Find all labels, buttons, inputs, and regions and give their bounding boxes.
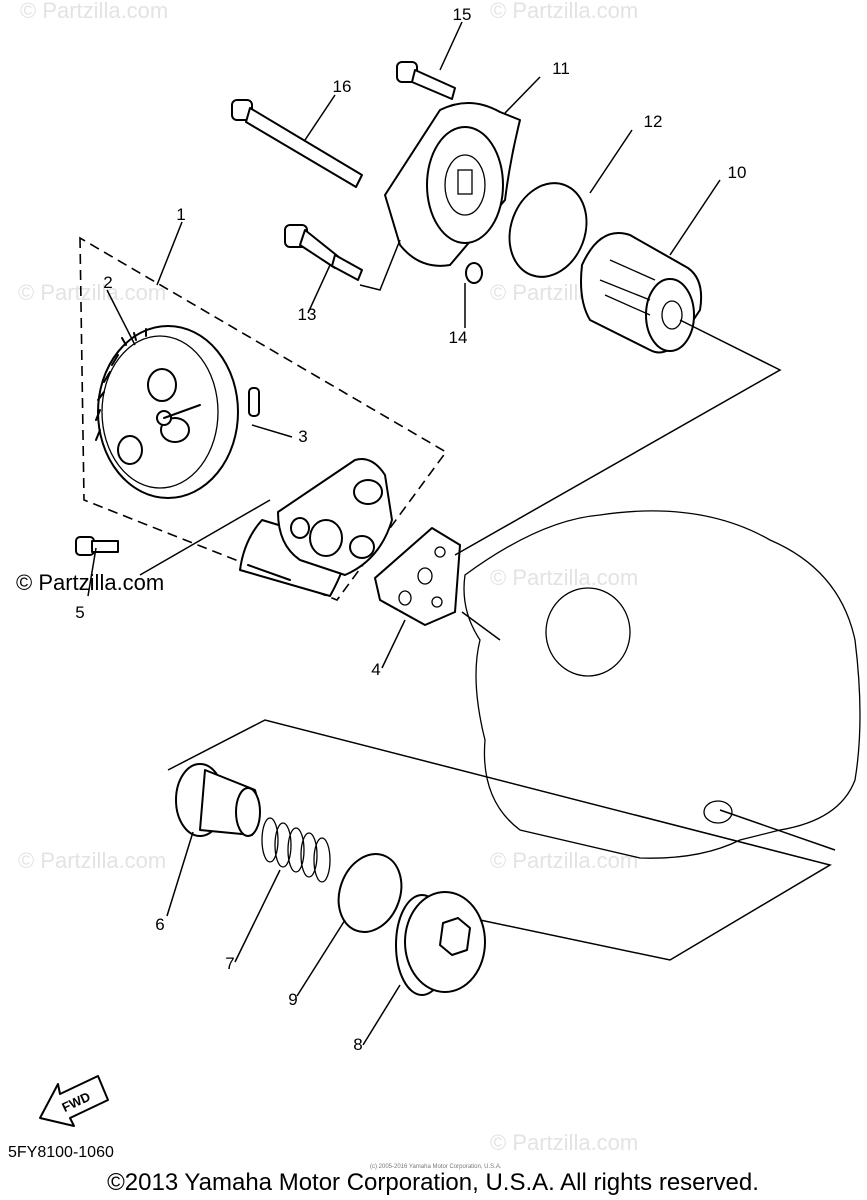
bolt-13 [284, 224, 363, 281]
oil-filter [580, 232, 703, 354]
fwd-arrow: FWD [39, 1075, 109, 1127]
small-o-ring [465, 262, 483, 284]
part-label-12: 12 [644, 112, 663, 131]
filter-cover [384, 101, 521, 267]
drive-gear [95, 325, 239, 499]
dowel-pin [248, 387, 260, 417]
watermark: © Partzilla.com [490, 1130, 638, 1155]
part-label-9: 9 [288, 990, 297, 1009]
oil-strainer [175, 763, 261, 837]
part-label-7: 7 [225, 954, 234, 973]
watermark: © Partzilla.com [18, 280, 166, 305]
oil-pump-assembly-outline [79, 236, 448, 601]
part-number-labels: 1 2 3 4 5 6 7 8 9 10 11 12 13 14 15 16 [75, 5, 746, 1054]
part-label-6: 6 [155, 915, 164, 934]
drain-o-ring [337, 853, 403, 933]
part-label-2: 2 [103, 273, 112, 292]
gasket-plate [374, 527, 461, 626]
part-label-5: 5 [75, 603, 84, 622]
part-label-8: 8 [353, 1035, 362, 1054]
part-label-3: 3 [298, 427, 307, 446]
watermark: © Partzilla.com [18, 848, 166, 873]
bolt-16 [231, 99, 363, 188]
diagram-code: 5FY8100-1060 [8, 1144, 114, 1161]
small-copyright: (c) 2005-2016 Yamaha Motor Corporation, … [370, 1164, 502, 1170]
part-label-15: 15 [453, 5, 472, 24]
part-label-11: 11 [552, 59, 570, 78]
crankcase [463, 510, 861, 859]
oil-pump-body [239, 458, 393, 597]
part-label-16: 16 [333, 77, 352, 96]
filter-o-ring [508, 182, 588, 278]
leader-lines [87, 21, 836, 1046]
watermark: © Partzilla.com [490, 0, 638, 23]
part-label-14: 14 [449, 328, 468, 347]
watermark: © Partzilla.com [20, 0, 168, 23]
bolt-15 [396, 61, 456, 100]
part-label-13: 13 [298, 305, 317, 324]
part-label-4: 4 [371, 660, 380, 679]
part-label-1: 1 [176, 205, 185, 224]
copyright-notice: ©2013 Yamaha Motor Corporation, U.S.A. A… [107, 1169, 759, 1196]
small-bolt [75, 536, 119, 556]
drain-plug [395, 891, 486, 996]
watermark: © Partzilla.com [490, 565, 638, 590]
part-label-10: 10 [728, 163, 747, 182]
spring [261, 817, 331, 883]
